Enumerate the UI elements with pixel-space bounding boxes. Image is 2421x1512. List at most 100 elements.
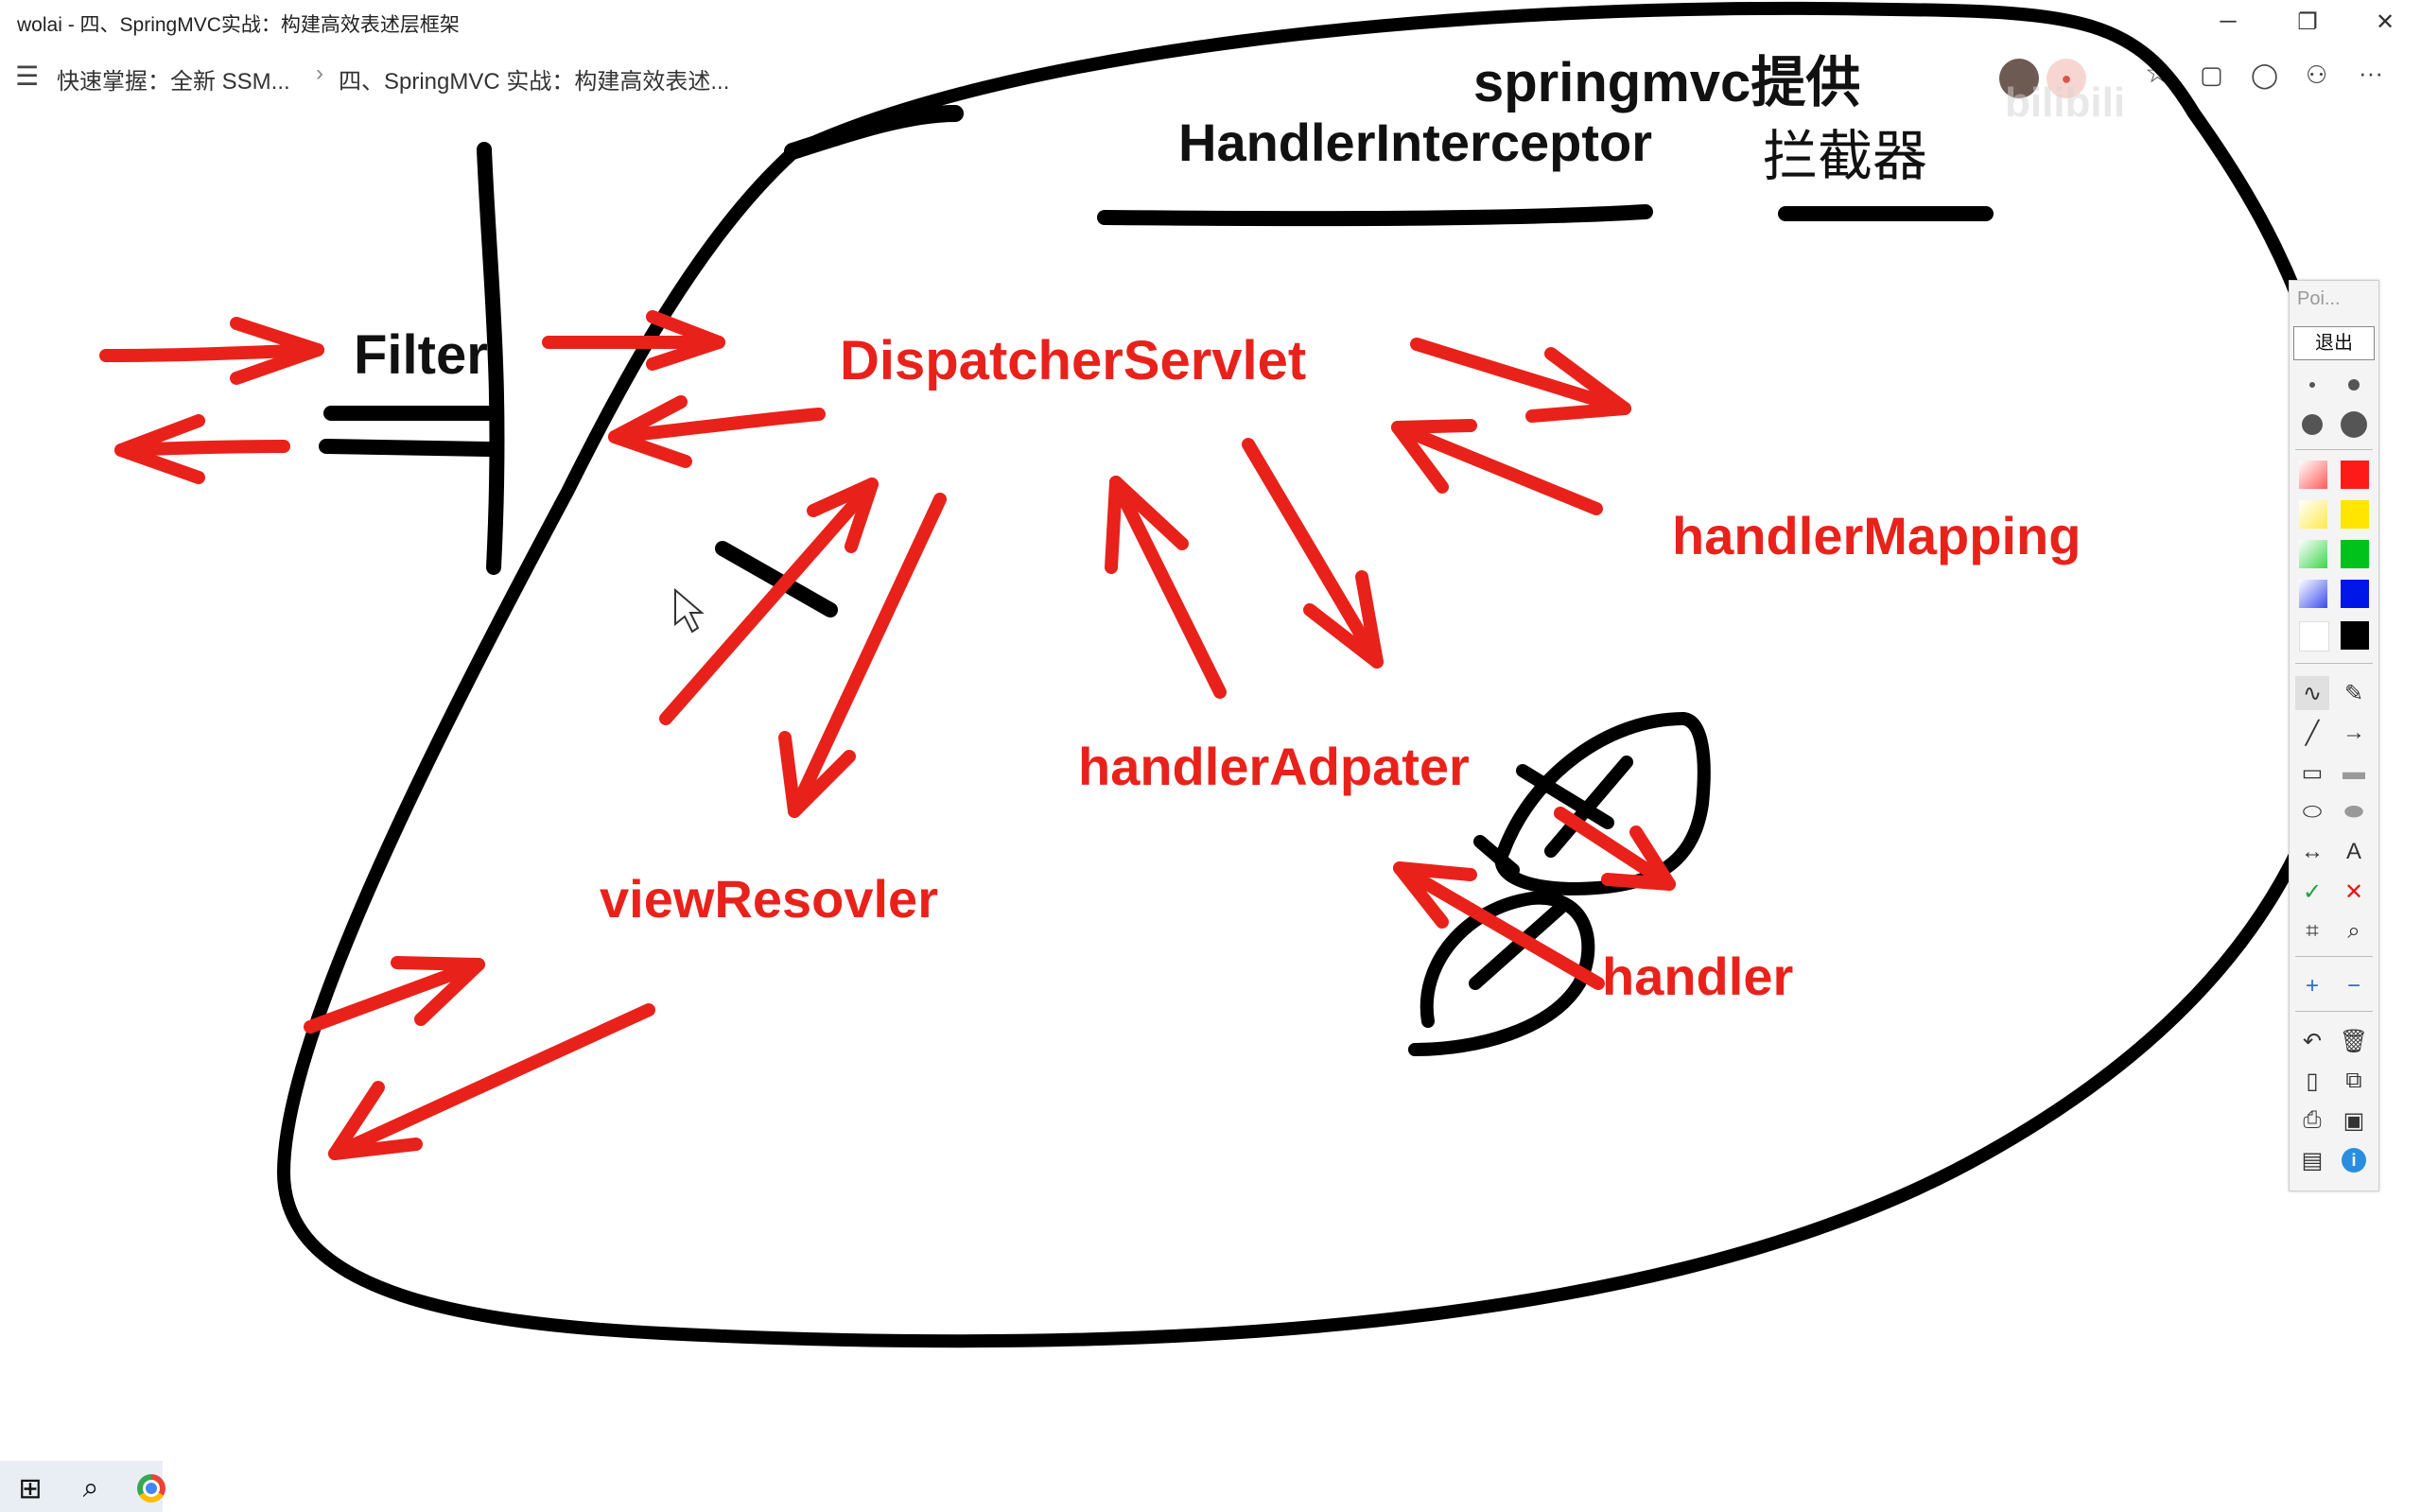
handler-label: handler [1602, 947, 1794, 1006]
ellipse-tool-icon[interactable]: ⬭ [2302, 799, 2323, 825]
handler-loop-bottom [1408, 891, 1595, 1056]
small-dot-icon[interactable] [2295, 368, 2329, 402]
check-mark-icon[interactable]: ✓ [2302, 878, 2323, 905]
close-button[interactable]: ✕ [2375, 9, 2395, 35]
handler-mapping-label: handlerMapping [1672, 506, 2081, 565]
undo-icon[interactable]: ↶ [2302, 1028, 2323, 1054]
pointer-toolbar-title: Poi... [2297, 288, 2341, 309]
crop-icon[interactable]: ⌗ [2306, 918, 2319, 944]
arrow-to-mapping [1410, 338, 1631, 415]
filter-bar-bottom [319, 439, 497, 457]
line-tool-icon[interactable]: ╱ [2305, 720, 2320, 746]
window-title: wolai - 四、SpringMVC实战：构建高效表述层框架 [17, 14, 460, 36]
info-glyph: i [2342, 1148, 2366, 1173]
arrow-to-viewresolver-head [778, 731, 856, 818]
square-icon[interactable]: ▢ [2200, 61, 2223, 89]
diagram-title-line1: springmvc提供 [1473, 52, 1861, 113]
xlarge-dot-icon[interactable] [2337, 408, 2371, 442]
arrow-from-mapping [1391, 421, 1603, 515]
toolbar-divider [2295, 449, 2373, 450]
watermark: bilibili [2005, 79, 2126, 126]
arrow-to-handler-head [1601, 826, 1676, 891]
menu-icon[interactable]: ☰ [15, 61, 40, 91]
search-icon[interactable]: ⌕ [82, 1472, 99, 1503]
minimize-button[interactable]: ─ [2220, 9, 2237, 34]
dispatcher-servlet-label: DispatcherServlet [840, 330, 1307, 391]
swatch-light-green[interactable] [2299, 540, 2327, 568]
double-arrow-tool-icon[interactable]: ↔ [2301, 839, 2324, 864]
swatch-red[interactable] [2341, 461, 2369, 489]
arrow-to-handler [1554, 807, 1676, 891]
breadcrumb-item-chapter[interactable]: 四、SpringMVC 实战：构建高效表述... [339, 69, 730, 95]
user-badge-icon[interactable]: ● [2047, 59, 2086, 98]
screen-icon[interactable]: ▤ [2301, 1147, 2324, 1173]
view-resolver-label: viewResovler [600, 869, 938, 929]
handler-adapter-label: handlerAdpater [1078, 737, 1470, 796]
arrow-tool-icon[interactable]: → [2343, 720, 2365, 745]
windows-start-icon[interactable]: ⊞ [18, 1472, 43, 1504]
restore-button[interactable]: ❐ [2297, 9, 2318, 35]
rectangle-tool-icon[interactable]: ▭ [2301, 759, 2324, 786]
exit-button[interactable]: 退出 [2293, 326, 2375, 360]
swatch-blue[interactable] [2341, 580, 2369, 608]
swatch-light-yellow[interactable] [2299, 500, 2327, 529]
arrow-request-in-head [230, 317, 324, 385]
arrow-dispatcher-filter [608, 408, 826, 443]
arrow-response-out-head [114, 414, 205, 484]
arrow-filter-dispatcher-head [646, 310, 725, 371]
zoom-out-icon[interactable]: − [2346, 973, 2360, 999]
swatch-light-blue[interactable] [2299, 580, 2327, 608]
swatch-light-red[interactable] [2299, 461, 2327, 489]
handler-cross-2 [1516, 764, 1614, 829]
swatch-green[interactable] [2341, 540, 2369, 568]
arrow-to-adapter [1242, 438, 1384, 669]
swatch-yellow[interactable] [2341, 500, 2369, 529]
filled-ellipse-tool-icon[interactable]: ⬬ [2343, 799, 2364, 825]
arrow-from-handler-head [1393, 861, 1477, 929]
arrow-to-mapping-head [1525, 347, 1631, 423]
taskbar [0, 1461, 163, 1512]
arrow-from-handler [1393, 861, 1605, 990]
arrow-bottom-in [304, 958, 485, 1034]
arrow-from-adapter-head [1105, 476, 1189, 574]
toolbar-divider [2295, 956, 2373, 957]
handler-cross-3 [1469, 901, 1567, 990]
comment-icon[interactable]: ◯ [2251, 61, 2279, 89]
arrow-from-viewresolver-head [807, 478, 879, 553]
arrow-from-adapter [1109, 476, 1227, 699]
breadcrumb-item-course[interactable]: 快速掌握：全新 SSM... [57, 69, 290, 95]
outline-start-stroke [784, 105, 964, 160]
new-page-icon[interactable]: ▯ [2306, 1068, 2319, 1094]
filled-rectangle-tool-icon[interactable]: ▬ [2343, 759, 2365, 785]
freehand-pen-icon[interactable]: ∿ [2295, 676, 2329, 710]
filter-divider-stroke [477, 142, 505, 575]
save-icon[interactable]: ▣ [2343, 1107, 2365, 1134]
user-icon[interactable]: ⚇ [2306, 61, 2328, 89]
arrow-from-viewresolver [659, 478, 879, 725]
trash-icon[interactable]: 🗑 [2339, 1028, 2369, 1054]
chrome-icon[interactable] [131, 1468, 172, 1509]
print-icon[interactable]: ⎙ [2303, 1107, 2322, 1133]
medium-dot-icon[interactable] [2337, 368, 2371, 402]
zoom-in-icon[interactable]: + [2305, 973, 2319, 999]
text-tool-icon[interactable]: A [2345, 839, 2361, 864]
cross-mark-icon[interactable]: ✕ [2343, 878, 2364, 905]
underline-interceptor [1097, 204, 1653, 227]
handler-loop-top [1494, 712, 1711, 895]
toolbar-divider [2295, 663, 2373, 664]
zoom-icon[interactable]: ⌕ [2347, 918, 2360, 944]
strike-mark [715, 541, 838, 617]
arrow-to-viewresolver [788, 493, 947, 818]
outline-stroke [277, 1, 2356, 1348]
info-icon[interactable]: i [2337, 1143, 2371, 1177]
swatch-white[interactable] [2299, 621, 2329, 652]
highlighter-icon[interactable]: ✎ [2343, 680, 2364, 706]
swatch-black[interactable] [2341, 621, 2369, 650]
breadcrumb-separator: › [316, 61, 323, 86]
large-dot-icon[interactable] [2295, 408, 2329, 442]
copy-icon[interactable]: ⧉ [2345, 1068, 2362, 1093]
avatar[interactable] [1999, 59, 2039, 98]
filter-label: Filter [354, 324, 488, 386]
more-icon[interactable]: ··· [2359, 59, 2383, 87]
